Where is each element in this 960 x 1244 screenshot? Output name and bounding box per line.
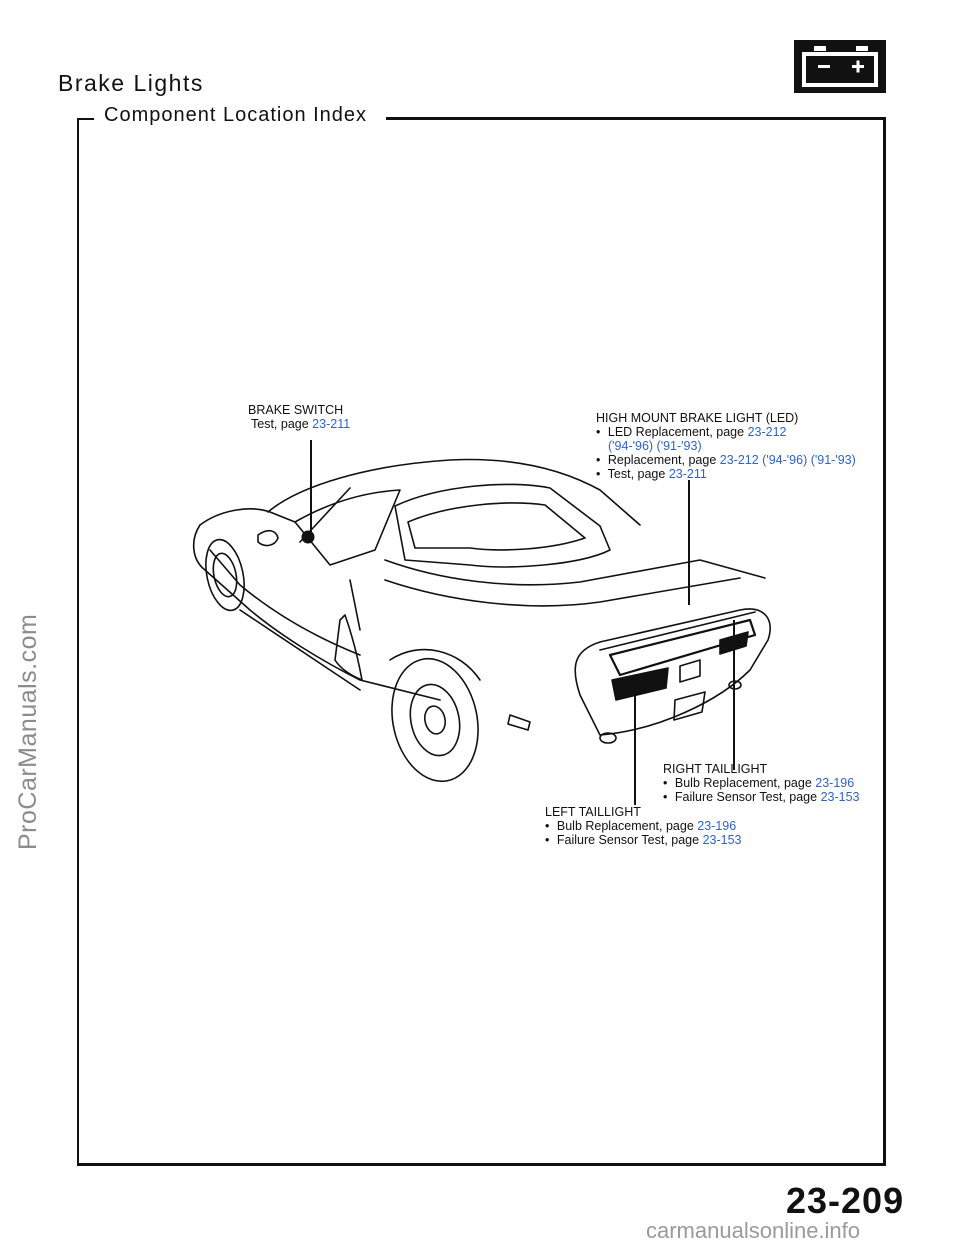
left-taillight-title: LEFT TAILLIGHT (545, 805, 641, 819)
high-mount-test-link[interactable]: 23-211 (668, 467, 707, 481)
page-number: 23-209 (786, 1180, 905, 1221)
frame-left-tick (78, 118, 94, 120)
left-taillight-leader (634, 695, 636, 805)
led-replacement-text: LED Replacement, page (607, 425, 745, 439)
left-sensor-text: Failure Sensor Test, page (556, 833, 700, 847)
section-subtitle: Component Location Index (104, 104, 368, 126)
frame-right-rule (883, 118, 886, 1166)
high-mount-test-text: Test, page (607, 467, 666, 481)
left-bulb-link[interactable]: 23-196 (697, 819, 737, 833)
footer-site: carmanualsonline.info (646, 1218, 861, 1243)
left-sensor-link[interactable]: 23-153 (702, 833, 742, 847)
battery-icon (794, 40, 886, 93)
right-bulb-link[interactable]: 23-196 (815, 776, 855, 790)
led-replacement-link[interactable]: 23-212 (747, 425, 787, 439)
high-mount-title: HIGH MOUNT BRAKE LIGHT (LED) (596, 411, 799, 425)
right-sensor-link[interactable]: 23-153 (820, 790, 860, 804)
brake-switch-title: BRAKE SWITCH (248, 403, 344, 417)
frame-left-rule (77, 118, 79, 1166)
replacement-link[interactable]: 23-212 ('94-'96) ('91-'93) (719, 453, 856, 467)
brake-switch-test-link[interactable]: 23-211 (312, 417, 351, 431)
frame-top-rule (386, 117, 886, 120)
led-replacement-years[interactable]: ('94-'96) ('91-'93) (608, 439, 702, 453)
replacement-text: Replacement, page (607, 453, 717, 467)
brake-switch-test-text: Test, page (251, 417, 309, 431)
car-illustration (192, 458, 771, 783)
right-bulb-text: Bulb Replacement, page (674, 776, 812, 790)
watermark: ProCarManuals.com (14, 613, 42, 850)
right-sensor-text: Failure Sensor Test, page (674, 790, 818, 804)
high-mount-callout: HIGH MOUNT BRAKE LIGHT (LED) LED Replace… (596, 411, 856, 481)
high-mount-leader (688, 480, 690, 605)
page-title: Brake Lights (58, 70, 204, 96)
right-taillight-leader (733, 620, 735, 770)
brake-switch-leader (310, 440, 312, 535)
left-taillight-callout: LEFT TAILLIGHT Bulb Replacement, page 23… (545, 805, 742, 847)
brake-switch-callout: BRAKE SWITCH Test, page 23-211 (248, 403, 350, 431)
left-bulb-text: Bulb Replacement, page (556, 819, 694, 833)
right-taillight-title: RIGHT TAILLIGHT (663, 762, 768, 776)
frame-bottom-rule (77, 1163, 886, 1166)
right-taillight-callout: RIGHT TAILLIGHT Bulb Replacement, page 2… (663, 762, 860, 804)
